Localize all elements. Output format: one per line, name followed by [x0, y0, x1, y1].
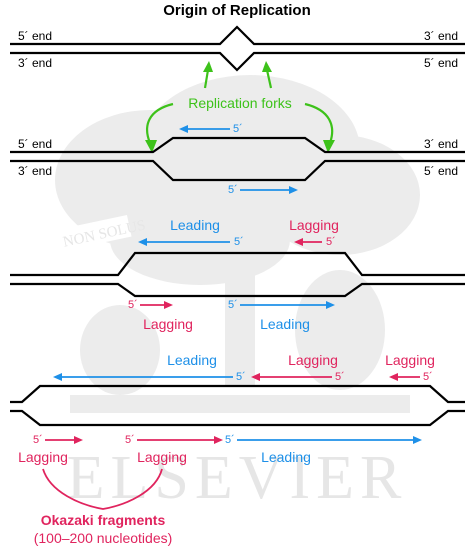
- stage-4-bottom-leading-label: Leading: [261, 449, 311, 465]
- stage-2-bottom-arrowhead: [289, 186, 298, 194]
- stage-3-top-leading-label: Leading: [170, 217, 220, 233]
- stage-3-bottom-lagging-5-prime: 5´: [128, 299, 138, 311]
- stage-1-origin: 5´ end 3´ end 3´ end 5´ end: [10, 25, 465, 72]
- stage-3-bottom-leading-label: Leading: [260, 316, 310, 332]
- stage-1-bottom-strand: [10, 51, 465, 72]
- stage-3-top-lagging-label: Lagging: [289, 217, 339, 233]
- stage-2-top-arrowhead: [179, 125, 188, 133]
- watermark-tree: [55, 75, 420, 413]
- stage-2-top-new-strand: 5´: [179, 123, 243, 135]
- fork-arrow-up-right: [265, 69, 273, 89]
- stage-4-bottom-leading-arrowhead: [413, 436, 422, 444]
- stage-1-top-strand: [10, 25, 465, 46]
- stage-4-bottom-lagging-1-arrowhead: [74, 436, 83, 444]
- stage-2-right-5-end: 5´ end: [424, 164, 458, 178]
- replication-forks-callout: Replication forks: [145, 61, 335, 153]
- fork-arrow-up-left: [203, 69, 210, 89]
- stage-2-bottom-new-strand: 5´: [228, 184, 298, 196]
- stage-2-bottom-5-prime: 5´: [228, 184, 238, 196]
- okazaki-bracket: [42, 468, 163, 510]
- stage-3-top-lagging: Lagging 5´: [289, 217, 339, 248]
- okazaki-subtitle: (100–200 nucleotides): [34, 530, 173, 546]
- okazaki-callout: Okazaki fragments (100–200 nucleotides): [34, 468, 173, 546]
- stage-3-top-lagging-5-prime: 5´: [326, 236, 336, 248]
- watermark: NON SOLUS ELSEVIER: [55, 75, 420, 512]
- stage-4-bottom-leading-5-prime: 5´: [225, 434, 235, 446]
- stage-4-bottom-strand: [10, 409, 465, 427]
- stage-3-top-lagging-arrowhead: [294, 238, 303, 246]
- stage-4-bottom-lagging-1: 5´ Lagging: [18, 434, 83, 465]
- stage-4-bottom-lagging-1-label: Lagging: [18, 449, 68, 465]
- stage-4-top-lagging-1-arrowhead: [251, 373, 260, 381]
- stage-4-top-leading-arrowhead: [53, 373, 62, 381]
- stage-3-bubble: Leading 5´ Lagging 5´ 5´ Lagging 5´ Lead…: [10, 217, 465, 332]
- stage-2-bottom-strand: [10, 159, 465, 182]
- stage-4-bubble: Leading 5´ Lagging 5´ Lagging 5´ 5´ Lagg…: [10, 352, 465, 465]
- stage-4-top-strand: [10, 384, 465, 404]
- stage-3-bottom-leading-arrowhead: [326, 301, 335, 309]
- stage-4-top-lagging-1: Lagging 5´: [251, 352, 345, 383]
- stage-3-bottom-lagging: 5´ Lagging: [128, 299, 193, 332]
- fork-arrow-curve-left-head: [145, 140, 157, 153]
- fork-arrow-up-right-head: [262, 61, 272, 72]
- stage-4-top-lagging-1-label: Lagging: [288, 352, 338, 368]
- stage-3-bottom-leading-5-prime: 5´: [228, 299, 238, 311]
- stage-2-top-5-prime: 5´: [233, 123, 243, 135]
- stage-3-top-leading-arrowhead: [138, 238, 147, 246]
- stage-4-bottom-leading: 5´ Leading: [225, 434, 422, 465]
- stage-2-bubble: 5´ end 3´ end 3´ end 5´ end 5´ 5´: [10, 123, 465, 196]
- watermark-publisher: ELSEVIER: [67, 444, 408, 512]
- stage-3-bottom-lagging-arrowhead: [164, 301, 173, 309]
- stage-4-top-lagging-2-label: Lagging: [385, 352, 435, 368]
- stage-1-right-3-end: 3´ end: [424, 29, 458, 43]
- stage-2-left-3-end: 3´ end: [18, 164, 52, 178]
- stage-4-top-leading: Leading 5´: [53, 352, 246, 383]
- fork-arrow-curve-left: [146, 102, 174, 144]
- fork-arrow-curve-right-head: [323, 140, 335, 153]
- stage-4-bottom-lagging-2: 5´ Lagging: [125, 434, 223, 465]
- stage-3-top-leading-5-prime: 5´: [234, 236, 244, 248]
- stage-4-top-leading-5-prime: 5´: [236, 371, 246, 383]
- stage-3-bottom-lagging-label: Lagging: [143, 316, 193, 332]
- stage-3-top-leading: Leading 5´: [138, 217, 244, 248]
- stage-2-top-strand: [10, 136, 465, 154]
- stage-4-bottom-lagging-1-5-prime: 5´: [33, 434, 43, 446]
- stage-3-top-strand: [10, 251, 465, 277]
- stage-2-right-3-end: 3´ end: [424, 137, 458, 151]
- stage-4-bottom-lagging-2-arrowhead: [214, 436, 223, 444]
- fork-arrow-curve-right: [304, 102, 334, 144]
- stage-4-top-lagging-1-5-prime: 5´: [335, 371, 345, 383]
- stage-4-top-leading-label: Leading: [167, 352, 217, 368]
- stage-1-left-5-end: 5´ end: [18, 29, 52, 43]
- okazaki-title: Okazaki fragments: [41, 512, 166, 528]
- stage-4-bottom-lagging-2-label: Lagging: [137, 449, 187, 465]
- stage-1-right-5-end: 5´ end: [424, 56, 458, 70]
- stage-3-bottom-leading: 5´ Leading: [228, 299, 335, 332]
- stage-1-left-3-end: 3´ end: [18, 56, 52, 70]
- diagram-title: Origin of Replication: [163, 2, 311, 19]
- stage-4-top-lagging-2-5-prime: 5´: [423, 371, 433, 383]
- stage-4-top-lagging-2: Lagging 5´: [385, 352, 435, 383]
- replication-forks-label: Replication forks: [188, 95, 292, 111]
- stage-4-bottom-lagging-2-5-prime: 5´: [125, 434, 135, 446]
- fork-arrow-up-left-head: [203, 61, 213, 72]
- stage-2-left-5-end: 5´ end: [18, 137, 52, 151]
- stage-4-top-lagging-2-arrowhead: [389, 373, 398, 381]
- stage-3-bottom-strand: [10, 282, 465, 298]
